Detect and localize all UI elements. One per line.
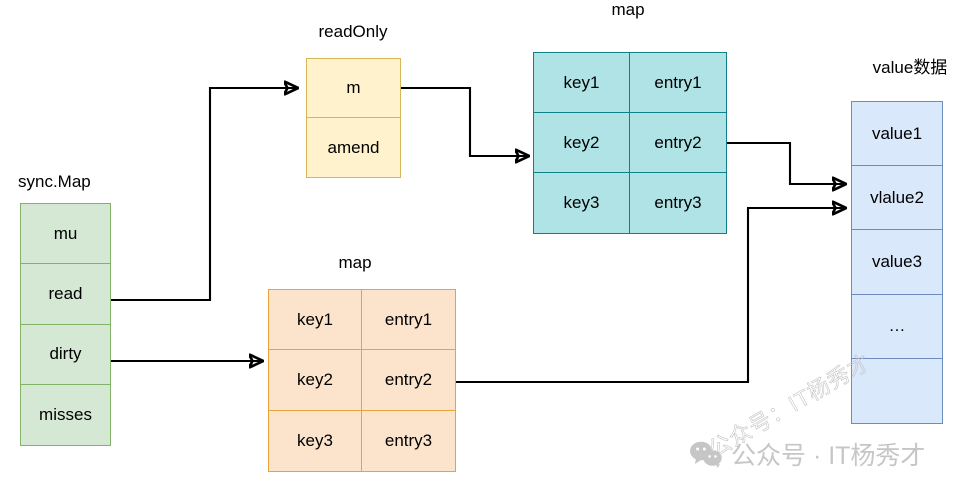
- value-store-row-2: vlalue2: [852, 166, 942, 231]
- readonly-field-m: m: [307, 59, 400, 118]
- sync-map-field-mu: mu: [21, 204, 110, 265]
- dirty-map-key-1: key1: [269, 290, 362, 351]
- read-map-entry-2: entry2: [630, 113, 726, 173]
- sync-map-box: mu read dirty misses: [20, 203, 111, 446]
- read-map-entry-3: entry3: [654, 193, 702, 212]
- value-store-row-1: value1: [852, 102, 942, 167]
- sync-map-field-read: read: [21, 264, 110, 325]
- readonly-label: readOnly: [318, 22, 388, 41]
- read-map-key-2: key2: [534, 113, 630, 173]
- read-map-box: key1 entry1 key2 entry2 key3 entry3: [533, 52, 727, 234]
- wire-dirtymap-to-value: [456, 208, 845, 384]
- read-map-label: map: [611, 0, 645, 19]
- value-store-row-5: [852, 359, 942, 423]
- read-map-key-3: key3: [534, 173, 630, 233]
- read-map-entry-1: entry1: [630, 53, 726, 113]
- footer-watermark: 公众号 · IT杨秀才: [690, 436, 925, 472]
- read-map-key-1: key1: [534, 53, 630, 113]
- wechat-icon: [690, 441, 722, 468]
- sync-map-label: sync.Map: [18, 172, 91, 191]
- dirty-map-key-2: key2: [269, 350, 362, 411]
- wire-readonly-to-readmap: [401, 86, 528, 156]
- dirty-map-box: key1 entry1 key2 entry2 key3 entry3: [268, 289, 456, 472]
- diagonal-watermark: 公众号：IT杨秀才: [704, 349, 876, 463]
- dirty-map-entry-3: entry3: [384, 430, 433, 450]
- wire-read-to-readonly: [111, 88, 297, 302]
- dirty-map-label: map: [338, 253, 372, 272]
- dirty-map-key-3: key3: [269, 410, 362, 471]
- footer-watermark-text: 公众号 · IT杨秀才: [731, 442, 926, 470]
- sync-map-field-dirty: dirty: [21, 325, 110, 385]
- readonly-box: m amend: [306, 58, 401, 178]
- value-store-row-3: value3: [852, 230, 942, 295]
- value-store-label: value数据: [872, 58, 948, 77]
- sync-map-field-misses: misses: [39, 404, 92, 424]
- value-store-box: value1 vlalue2 value3 …: [851, 101, 943, 424]
- dirty-map-entry-2: entry2: [362, 350, 455, 411]
- dirty-map-entry-1: entry1: [362, 290, 455, 351]
- value-store-row-4: …: [852, 295, 942, 359]
- readonly-field-amend: amend: [327, 137, 380, 157]
- wire-readmap-to-value: [727, 141, 845, 184]
